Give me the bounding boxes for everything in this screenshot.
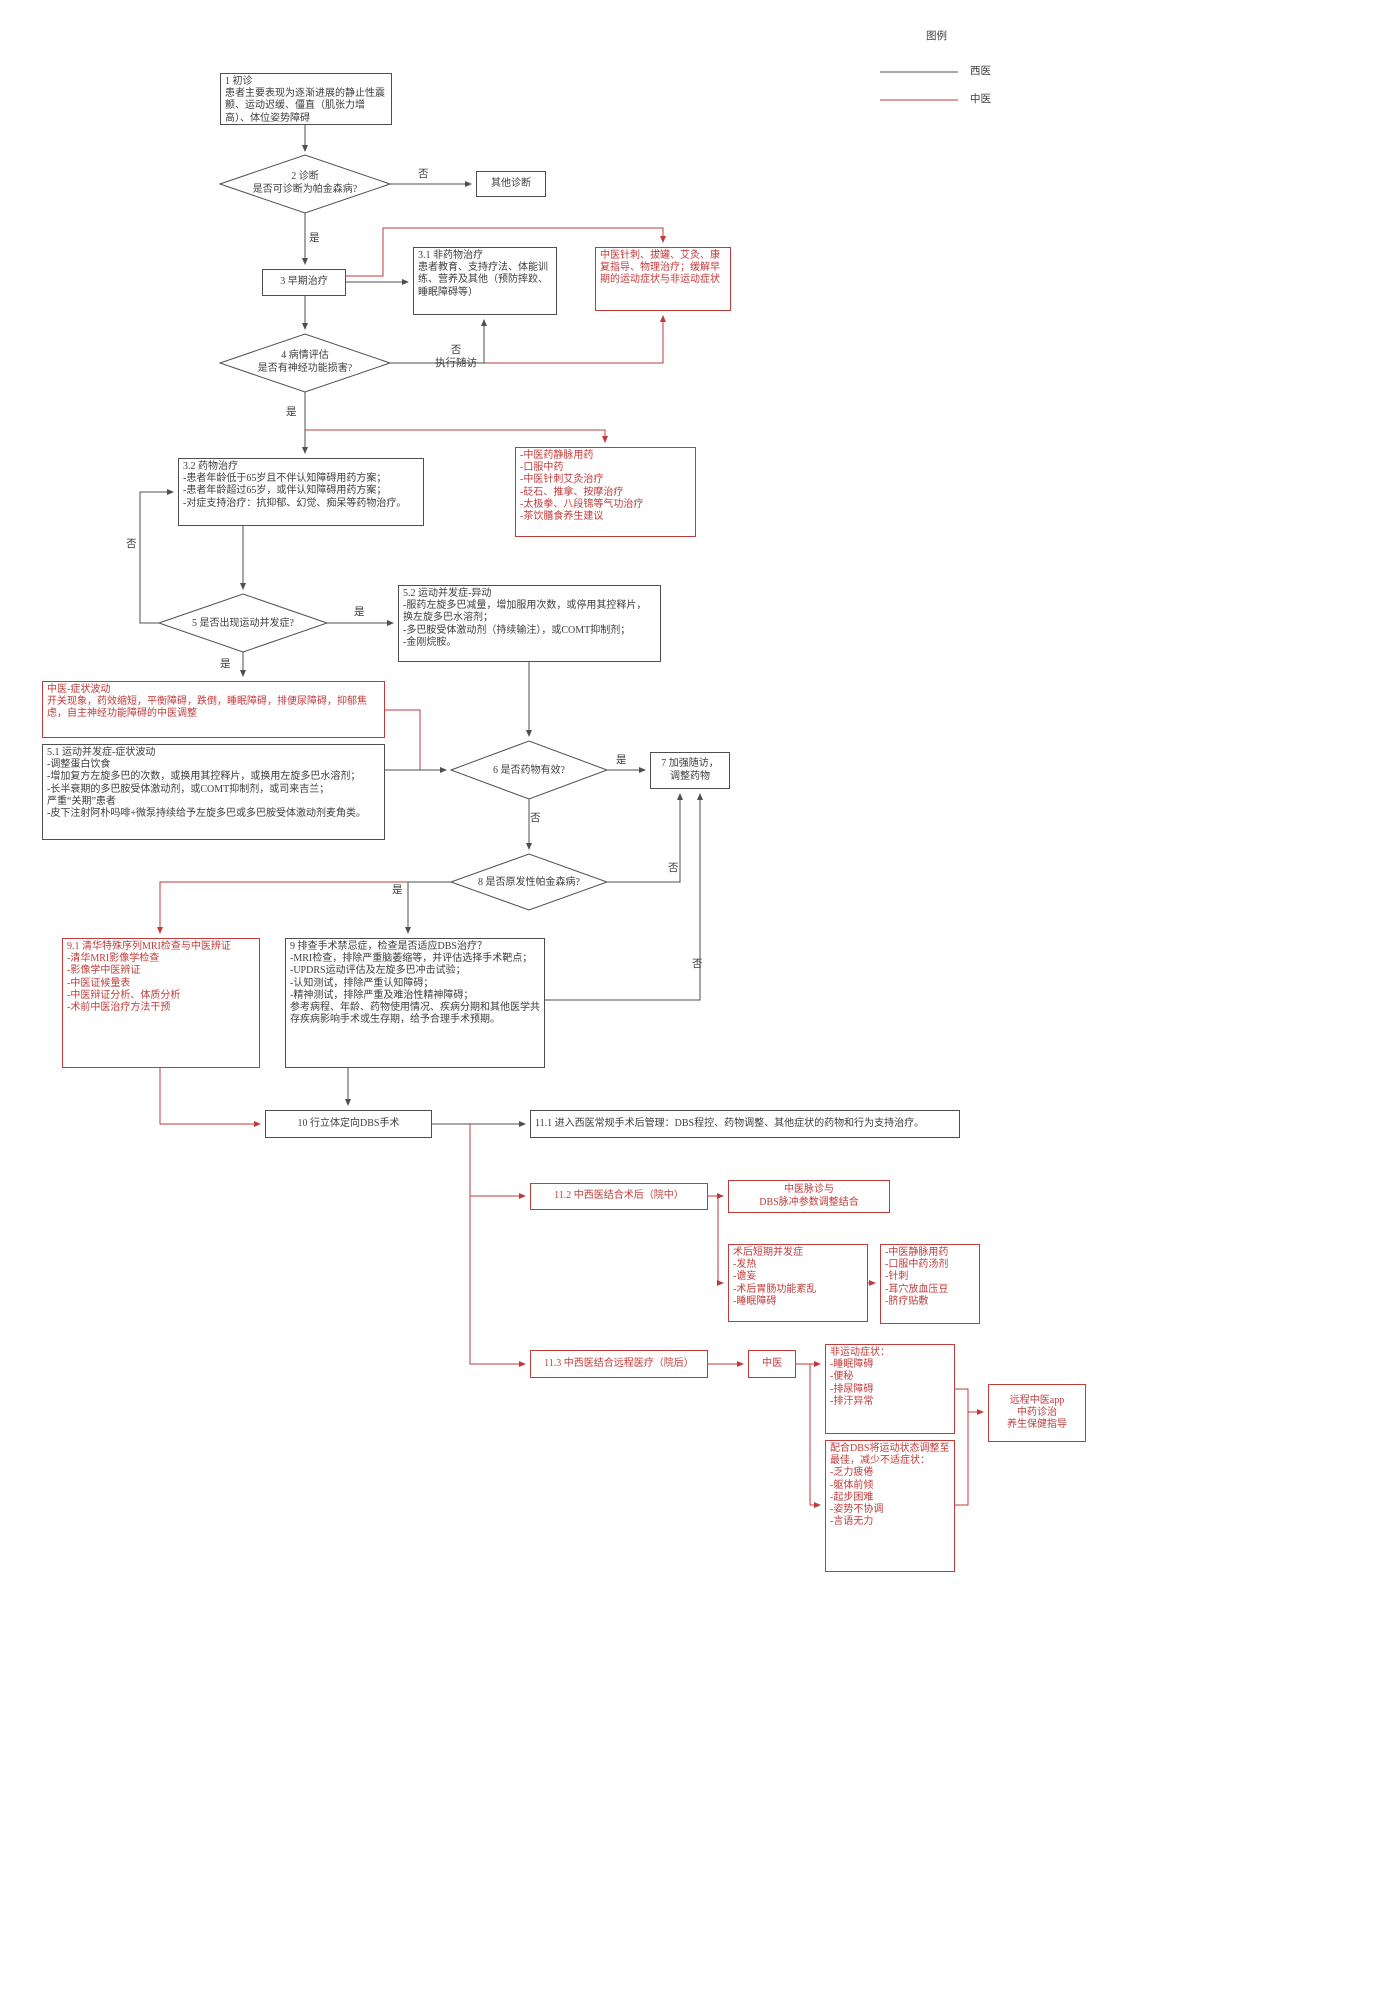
diamond-4-shape: [218, 333, 392, 393]
node-postop-tcm-treatment: -中医静脉用药 -口服中药汤剂 -针刺 -耳穴放血压豆 -脐疗贴敷: [880, 1244, 980, 1324]
edge-nonmotor-to-app: [955, 1388, 984, 1415]
node-1-initial-visit: 1 初诊 患者主要表现为逐渐进展的静止性震颤、运动迟缓、僵直（肌张力增高）、体位…: [220, 73, 392, 125]
edge-early-to-tcm: [346, 227, 666, 277]
node-pulse-diagnosis: 中医脉诊与 DBS脉冲参数调整结合: [728, 1180, 890, 1213]
node-3-early-treatment: 3 早期治疗: [262, 269, 346, 296]
label-yes-primary: 是: [392, 885, 403, 896]
edge-to-tcm-meds: [305, 429, 608, 443]
edge-dbs-adjust-to-app: [955, 1412, 969, 1506]
label-yes-impairment: 是: [286, 407, 297, 418]
label-yes-effective: 是: [616, 755, 627, 766]
label-yes-dyskinesia: 是: [354, 607, 365, 618]
edge-to-dbs-adjust: [809, 1364, 821, 1508]
legend-tcm-label: 中医: [970, 94, 991, 105]
edge-5-loop-32: [139, 489, 174, 624]
label-yes-diagnosis: 是: [309, 233, 320, 244]
edge-to-113: [469, 1196, 526, 1367]
node-32-drug-therapy: 3.2 药物治疗 -患者年龄低于65岁且不伴认知障碍用药方案； -患者年龄超过6…: [178, 458, 424, 526]
diamond-8-primary-pd: 8 是否原发性帕金森病?: [478, 876, 580, 888]
edge-to-postop: [717, 1196, 724, 1286]
node-10-dbs-surgery: 10 行立体定向DBS手术: [265, 1110, 432, 1138]
label-no-followup: 否 执行随访: [435, 345, 477, 370]
label-no-primary: 否: [668, 863, 679, 874]
edge-4-to-31: [390, 319, 487, 364]
node-52-dyskinesia: 5.2 运动并发症-异动 -服药左旋多巴减量，增加服用次数，或停用其控释片，换左…: [398, 585, 661, 662]
node-tcm-medication: -中医药静脉用药 -口服中药 -中医针刺艾灸治疗 -砭石、推拿、按摩治疗 -太极…: [515, 447, 696, 537]
node-nonmotor-symptoms: 非运动症状： -睡眠障碍 -便秘 -排尿障碍 -排汗异常: [825, 1344, 955, 1434]
node-remote-tcm-app: 远程中医app 中药诊治 养生保健指导: [988, 1384, 1086, 1442]
edge-9-to-7: [545, 793, 703, 1001]
legend-western-label: 西医: [970, 66, 991, 77]
label-no-diagnosis: 否: [418, 169, 429, 180]
diamond-2-diagnosis: 2 诊断 是否可诊断为帕金森病?: [252, 171, 358, 195]
node-9-dbs-screening: 9 排查手术禁忌症，检查是否适应DBS治疗？ -MRI检查，排除严重脑萎缩等，并…: [285, 938, 545, 1068]
diamond-5-motor-complication: 5 是否出现运动并发症?: [192, 617, 294, 629]
diamond-2-shape: [218, 154, 392, 214]
diamond-6-shape: [449, 740, 609, 800]
edge-fluct-to-d6: [385, 709, 446, 771]
node-tcm-early-therapy: 中医针刺、拔罐、艾灸、康复指导、物理治疗；缓解早期的运动症状与非运动症状: [595, 247, 731, 311]
label-yes-fluctuation: 是: [220, 659, 231, 670]
label-no-effective: 否: [530, 813, 541, 824]
diamond-8-shape: [449, 853, 609, 911]
diamond-6-drug-effective: 6 是否药物有效?: [493, 764, 565, 776]
node-tcm-remote: 中医: [748, 1350, 796, 1378]
node-91-mri-tcm-diagnosis: 9.1 清华特殊序列MRI检查与中医辨证 -清华MRI影像学检查 -影像学中医辨…: [62, 938, 260, 1068]
decision-diamonds: [157, 154, 609, 911]
edge-8-to-9: [405, 881, 451, 934]
node-7-followup-adjust: 7 加强随访， 调整药物: [650, 752, 730, 789]
edge-91-to-10: [159, 1068, 261, 1127]
node-112-integrated-postop: 11.2 中西医结合术后（院中）: [530, 1183, 708, 1210]
node-other-diagnosis: 其他诊断: [476, 171, 546, 197]
node-51-symptom-fluctuation: 5.1 运动并发症-症状波动 -调整蛋白饮食 -增加复方左旋多巴的次数，或换用其…: [42, 744, 385, 840]
edge-d8-to-91: [157, 881, 451, 934]
node-tcm-symptom-fluctuation: 中医-症状波动 开关现象，药效缩短，平衡障碍，跌倒，睡眠障碍，排便尿障碍，抑郁焦…: [42, 681, 385, 738]
node-postop-complications: 术后短期并发症 -发热 -谵妄 -术后胃肠功能紊乱 -睡眠障碍: [728, 1244, 868, 1322]
diamond-4-assessment: 4 病情评估 是否有神经功能损害?: [257, 350, 353, 374]
legend-title: 图例: [926, 31, 947, 42]
edge-to-112: [469, 1124, 526, 1199]
western-edges: [139, 71, 958, 1127]
node-111-western-postop: 11.1 进入西医常规手术后管理：DBS程控、药物调整、其他症状的药物和行为支持…: [530, 1110, 960, 1138]
label-no-complication: 否: [126, 539, 137, 550]
diamond-5-shape: [157, 593, 329, 653]
node-113-telemedicine: 11.3 中西医结合远程医疗（院后）: [530, 1350, 708, 1378]
edge-8-to-7: [607, 793, 683, 883]
node-31-nondrug-therapy: 3.1 非药物治疗 患者教育、支持疗法、体能训练、营养及其他（预防摔跤、睡眠障碍…: [413, 247, 557, 315]
node-dbs-motor-adjustment: 配合DBS将运动状态调整至最佳，减少不适症状： -乏力疲倦 -躯体前倾 -起步困…: [825, 1440, 955, 1572]
label-no-dbs-suitable: 否: [692, 959, 703, 970]
